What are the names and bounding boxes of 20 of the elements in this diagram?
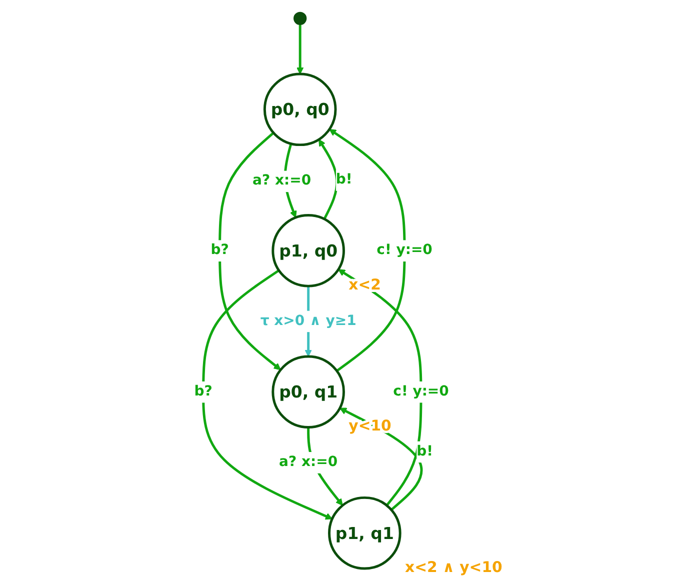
edge-label: c! y:=0 <box>376 242 432 258</box>
edge-label: b? <box>194 383 212 400</box>
node-circle <box>328 496 402 570</box>
edge-label: a? x:=0 <box>252 172 311 189</box>
arrow <box>339 408 422 511</box>
node-circle <box>271 355 345 429</box>
edge-label: a? x:=0 <box>278 454 338 470</box>
node-circle <box>271 214 345 288</box>
edge-label: c! y:=0 <box>392 383 449 400</box>
edge-label: b! <box>336 171 352 188</box>
edge-label: b! <box>416 442 433 460</box>
invariant-label: x<2 ∧ y<10 <box>404 558 502 576</box>
arrow <box>296 24 304 74</box>
arrow <box>328 128 406 372</box>
edge-label: b? <box>210 242 229 258</box>
arrow <box>218 132 281 370</box>
arrow <box>202 269 332 520</box>
node-circle <box>263 72 336 146</box>
arrow <box>318 139 338 220</box>
edge-label: τ x>0 ∧ y≥1 <box>260 312 356 329</box>
